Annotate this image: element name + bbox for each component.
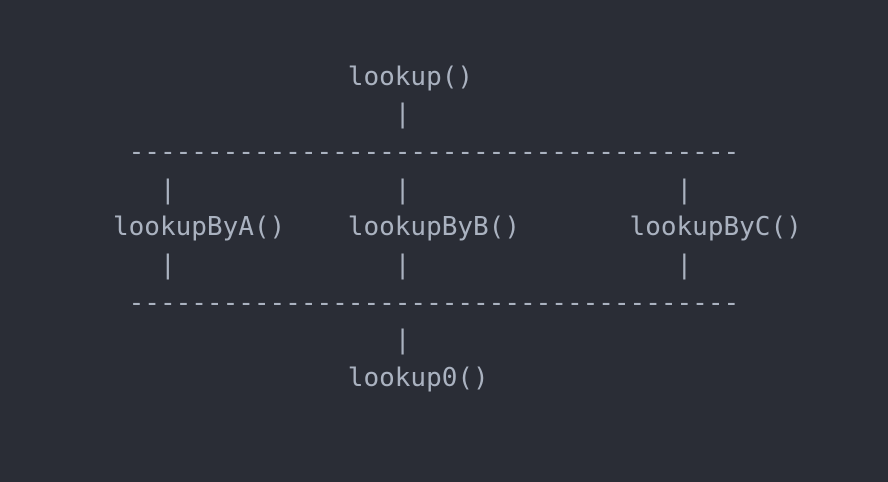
ascii-call-tree-diagram: lookup() | -----------------------------… [113, 61, 802, 394]
